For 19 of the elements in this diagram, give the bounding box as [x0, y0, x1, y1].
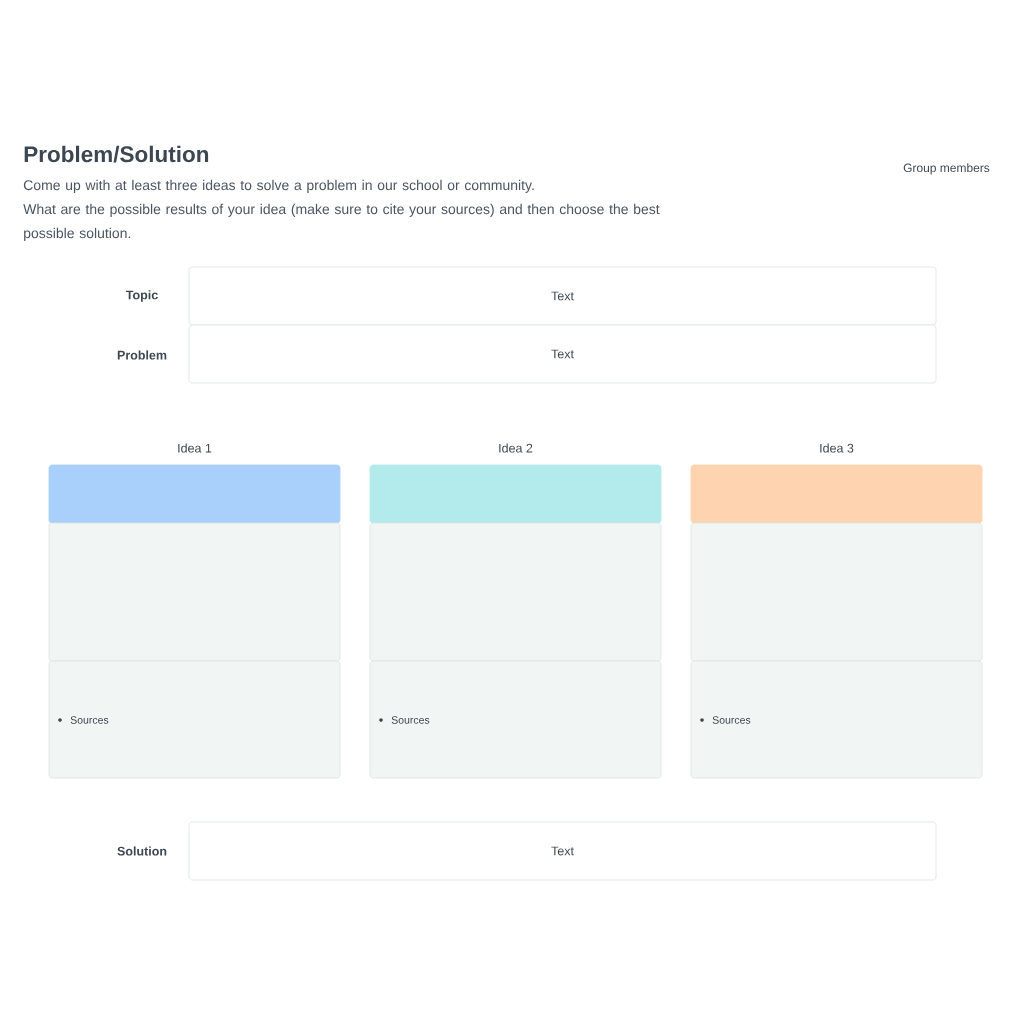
answer-box	[690, 522, 983, 662]
answer-box	[48, 522, 341, 662]
title: Problem/Solution	[24, 145, 209, 163]
answer-box: Sources	[369, 660, 662, 779]
row-label: Topic	[125, 290, 158, 302]
instructions: What are the possible results of your idea (make sure to cite your sources) and then choose the best possible solution.	[23, 203, 660, 241]
instructions: Come up with at least three ideas to solve a problem in our school or community.	[23, 179, 534, 193]
text-box: Text	[188, 266, 937, 326]
text-box: Text	[188, 324, 937, 384]
answer-box: Sources	[690, 660, 983, 779]
column-heading: Idea 1	[178, 443, 212, 453]
row-label: Problem	[117, 350, 167, 360]
row-label: Solution	[117, 846, 167, 856]
answer-box: Sources	[48, 660, 341, 779]
column-heading: Idea 2	[499, 443, 533, 453]
answer-box	[369, 522, 662, 662]
text-box: Text	[188, 821, 937, 881]
field-label: Group members	[903, 163, 990, 175]
column-heading: Idea 3	[820, 443, 854, 453]
